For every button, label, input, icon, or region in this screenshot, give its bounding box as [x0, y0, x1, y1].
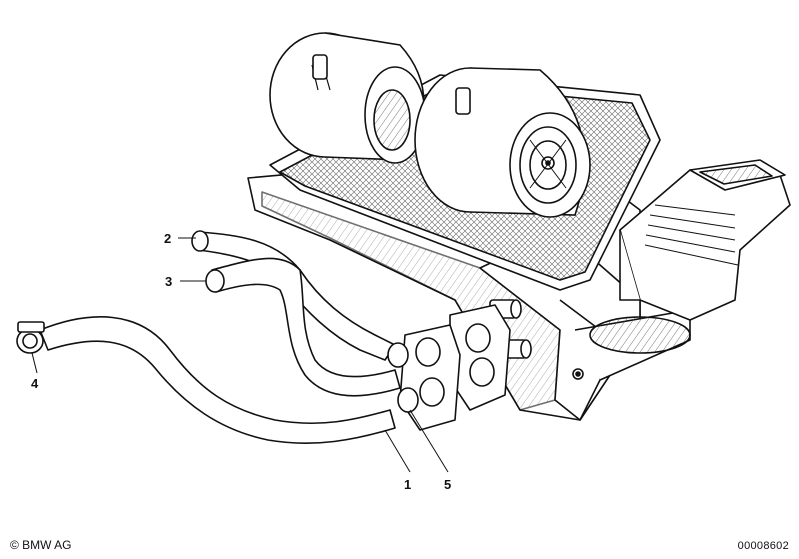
hose-3	[205, 257, 401, 397]
gasket-plates	[399, 304, 511, 431]
hose-clamps	[387, 342, 419, 413]
callout-3: 3	[165, 274, 172, 289]
copyright-text: © BMW AG	[10, 538, 72, 552]
drawing-number: 00008602	[737, 540, 789, 552]
leader-lines	[31, 237, 449, 473]
blower-motor-left	[269, 32, 426, 164]
callout-1: 1	[404, 477, 411, 492]
callout-5: 5	[444, 477, 451, 492]
hose-1	[16, 316, 396, 444]
callout-4: 4	[31, 376, 39, 391]
blower-motor-right	[414, 67, 591, 218]
callout-2: 2	[164, 231, 171, 246]
air-duct	[619, 159, 791, 321]
